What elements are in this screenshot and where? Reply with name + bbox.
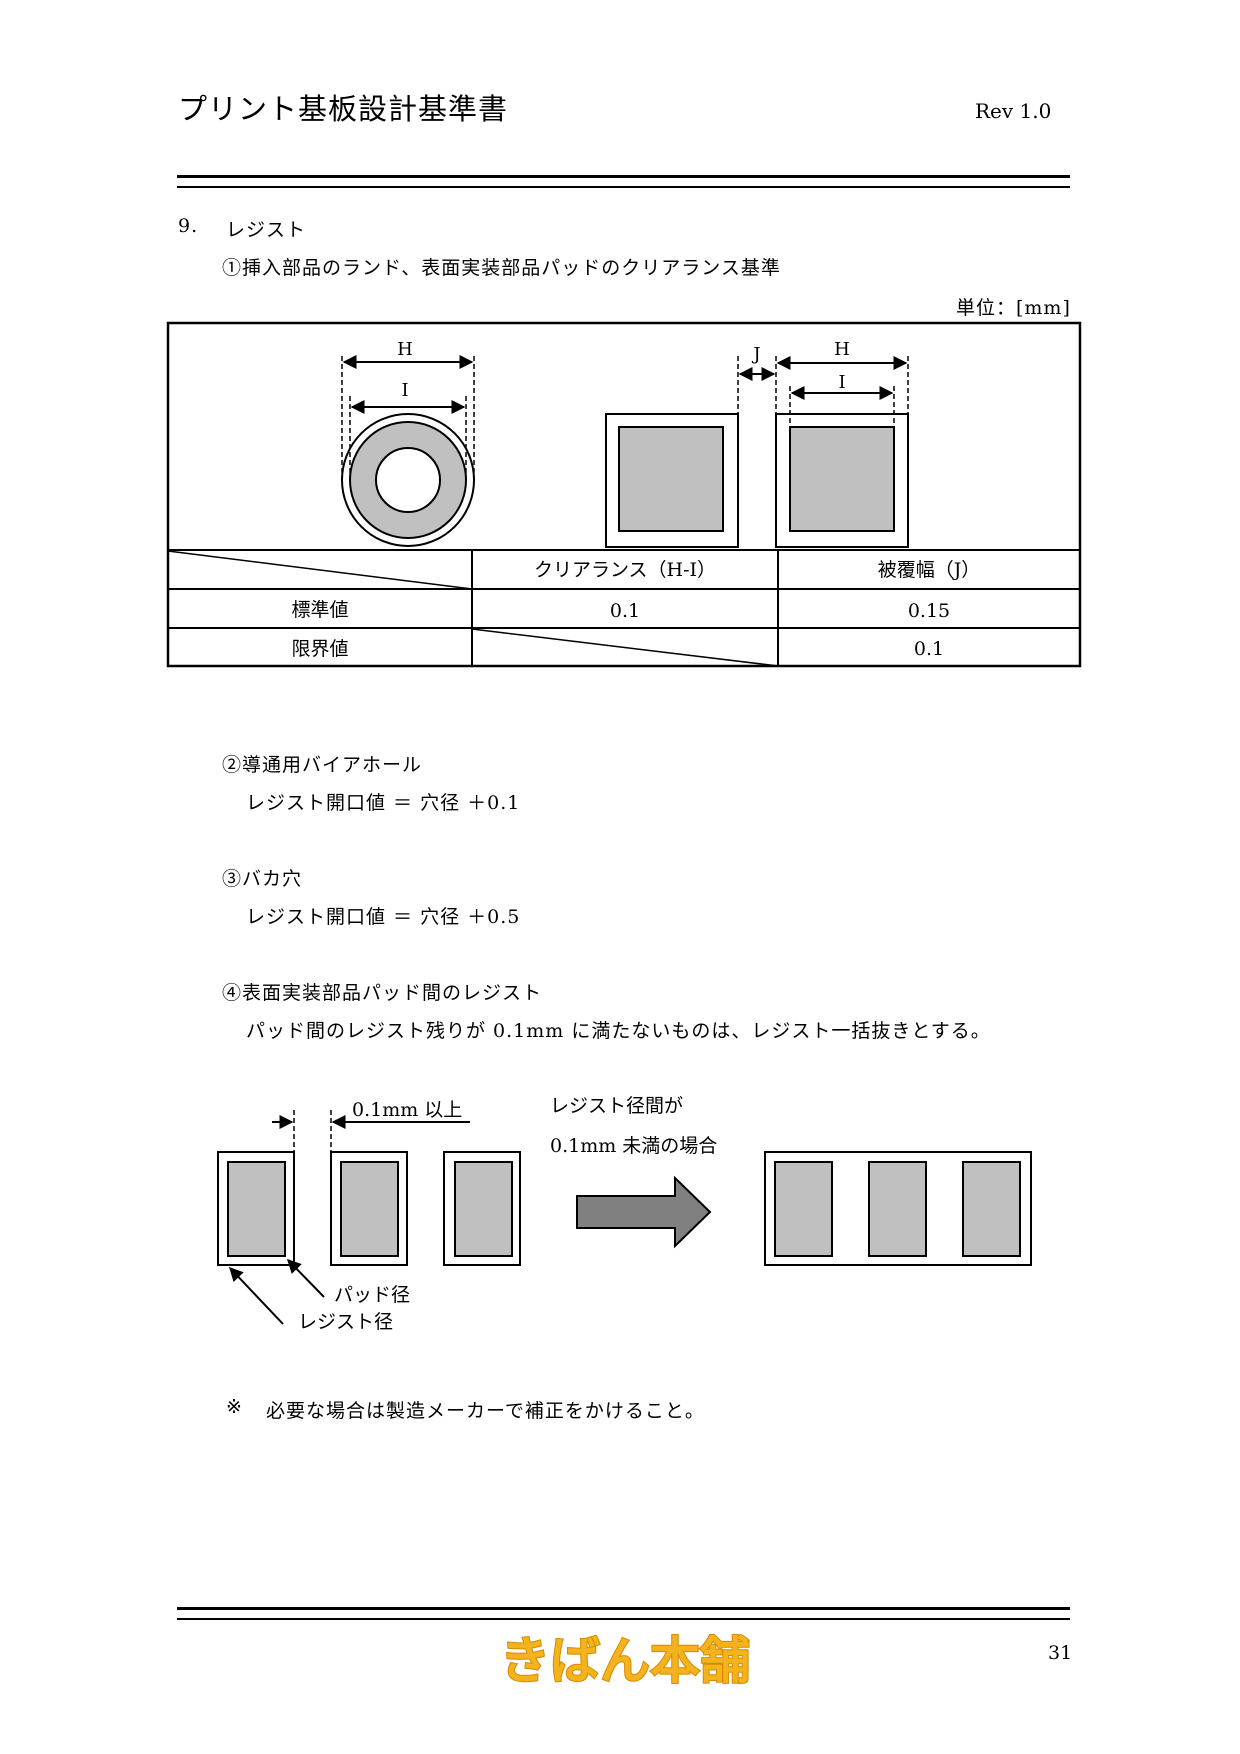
pad-2 xyxy=(340,1161,399,1257)
item-4-description: パッド間のレジスト残りが 0.1mm に満たないものは、レジスト一括抜きとする。 xyxy=(246,1020,991,1042)
clearance-figure: H I J H I クリアランス（H-I） 被覆幅（J） 標準値 0.1 0.1… xyxy=(166,321,1082,668)
note-mark: ※ xyxy=(226,1396,243,1418)
header-rule-top xyxy=(177,175,1070,178)
unit-label: 単位：[mm] xyxy=(956,297,1071,319)
resist-diameter-label: レジスト径 xyxy=(298,1311,393,1333)
item-3-title: ③バカ穴 xyxy=(222,868,303,890)
merged-pad-1 xyxy=(774,1161,833,1257)
kiban-honpo-logo: きばん本舗 xyxy=(499,1630,751,1690)
pad-diameter-label: パッド径 xyxy=(334,1284,410,1306)
condition-line-1: レジスト径間が xyxy=(550,1095,683,1117)
col-header-clearance: クリアランス（H-I） xyxy=(534,559,716,581)
section-number: 9. xyxy=(178,215,199,237)
square-pad-diagram: J H I xyxy=(605,339,909,548)
cell-limit-coating: 0.1 xyxy=(914,638,944,660)
table-corner-diagonal xyxy=(167,550,473,590)
resist-diameter-leader xyxy=(229,1266,284,1325)
revision-label: Rev 1.0 xyxy=(975,99,1052,123)
header-rule-bottom xyxy=(177,186,1070,188)
item-2-formula: レジスト開口値 ＝ 穴径 ＋0.1 xyxy=(246,792,521,814)
round-land-hole xyxy=(375,447,441,513)
pad-3 xyxy=(454,1161,513,1257)
row-label-standard: 標準値 xyxy=(291,599,348,621)
logo-text: きばん本舗 xyxy=(500,1631,750,1690)
footer-rule-bottom xyxy=(177,1618,1070,1620)
pad-resist-figure: 0.1mm 以上 レジスト径間が 0.1mm 未満の場合 パッド径 レジスト径 xyxy=(217,1095,1032,1333)
label-h: H xyxy=(397,339,413,360)
limit-clearance-diagonal xyxy=(471,628,779,667)
section-title: レジスト xyxy=(226,219,307,241)
cell-standard-clearance: 0.1 xyxy=(610,600,640,622)
merged-pad-2 xyxy=(868,1161,927,1257)
label-j: J xyxy=(751,344,760,365)
document-title: プリント基板設計基準書 xyxy=(178,92,509,126)
note-text: 必要な場合は製造メーカーで補正をかけること。 xyxy=(266,1400,705,1422)
item-3-formula: レジスト開口値 ＝ 穴径 ＋0.5 xyxy=(246,906,521,928)
gap-label: 0.1mm 以上 xyxy=(352,1099,462,1121)
subsection-1-title: ①挿入部品のランド、表面実装部品パッドのクリアランス基準 xyxy=(222,257,781,279)
item-4-title: ④表面実装部品パッド間のレジスト xyxy=(222,982,543,1004)
square-pad-right xyxy=(789,426,895,532)
pad-1 xyxy=(227,1161,286,1257)
label-i: I xyxy=(401,380,408,401)
right-arrow-icon xyxy=(576,1175,712,1249)
cell-standard-coating: 0.15 xyxy=(908,600,950,622)
pad-diameter-leader xyxy=(287,1258,325,1298)
row-label-limit: 限界値 xyxy=(291,638,348,660)
clearance-table xyxy=(167,549,1080,667)
page-number: 31 xyxy=(1048,1642,1073,1664)
square-pad-left xyxy=(618,426,724,532)
condition-line-2: 0.1mm 未満の場合 xyxy=(550,1135,717,1157)
merged-pad-3 xyxy=(962,1161,1021,1257)
item-2-title: ②導通用バイアホール xyxy=(222,754,423,776)
footer-rule-top xyxy=(177,1607,1070,1610)
col-header-coating: 被覆幅（J） xyxy=(878,559,981,581)
clearance-table-frame xyxy=(166,321,1082,668)
label-i2: I xyxy=(838,372,845,393)
round-land-diagram: H I xyxy=(341,339,475,547)
label-h2: H xyxy=(834,339,850,360)
